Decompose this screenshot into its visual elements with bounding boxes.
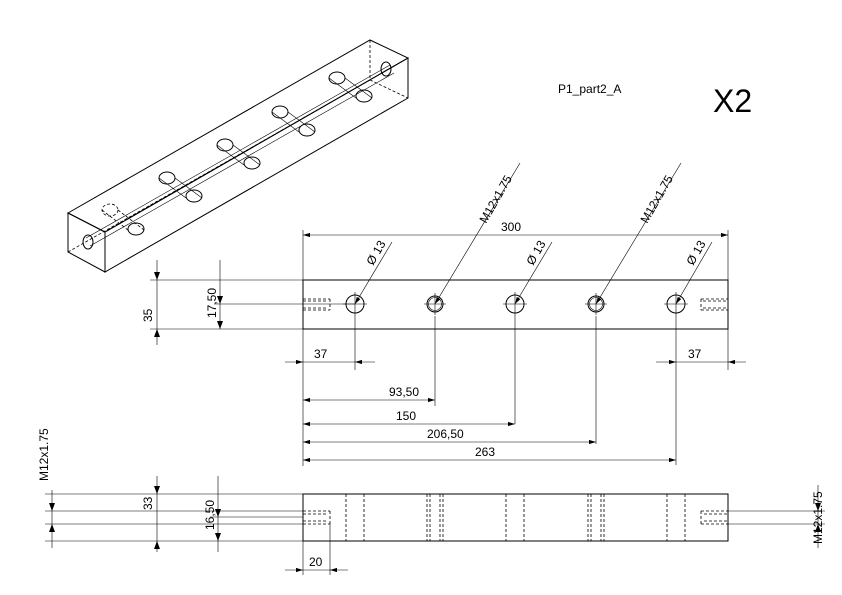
iso-cross-holes (101, 71, 373, 236)
dim-thread-hole-4: M12x1.75 (637, 173, 676, 226)
part-name-label: P1_part2_A (558, 82, 621, 96)
dim-height-front: 35 (141, 308, 155, 322)
bottom-view: 33 16,50 M12x1.75 M12x1.75 20 (37, 428, 825, 575)
dim-position-5: 263 (475, 445, 495, 459)
dim-thread-end-left: M12x1.75 (37, 428, 51, 481)
dim-hole-diameter-1: Ø 13 (363, 238, 388, 268)
front-outline (302, 279, 729, 330)
dim-edge-right: 37 (688, 347, 702, 361)
dim-hole-diameter-5: Ø 13 (683, 238, 708, 268)
front-view: 300 35 17,50 37 37 93,50 150 (141, 162, 746, 466)
dim-thread-end-right: M12x1.75 (811, 491, 825, 544)
dim-hole-diameter-3: Ø 13 (523, 238, 548, 268)
bottom-outline (302, 493, 729, 542)
iso-bore-end-right (380, 61, 392, 77)
iso-top-face (66, 39, 410, 233)
dim-position-4: 206,50 (427, 427, 464, 441)
dim-edge-left: 37 (314, 347, 328, 361)
iso-bore-end-left (82, 234, 94, 250)
quantity-label: X2 (713, 83, 752, 119)
dim-hole-center-height: 17,50 (205, 288, 219, 318)
dim-position-2: 93,50 (389, 385, 419, 399)
dim-overall-length: 300 (501, 220, 521, 234)
dim-bore-center-height: 16,50 (203, 500, 217, 530)
dim-position-3: 150 (396, 409, 416, 423)
dim-height-bottom: 33 (141, 496, 155, 510)
dim-thread-hole-2: M12x1.75 (476, 173, 515, 226)
isometric-view (66, 39, 410, 273)
iso-end-face (67, 212, 106, 273)
dim-bore-depth: 20 (309, 555, 323, 569)
